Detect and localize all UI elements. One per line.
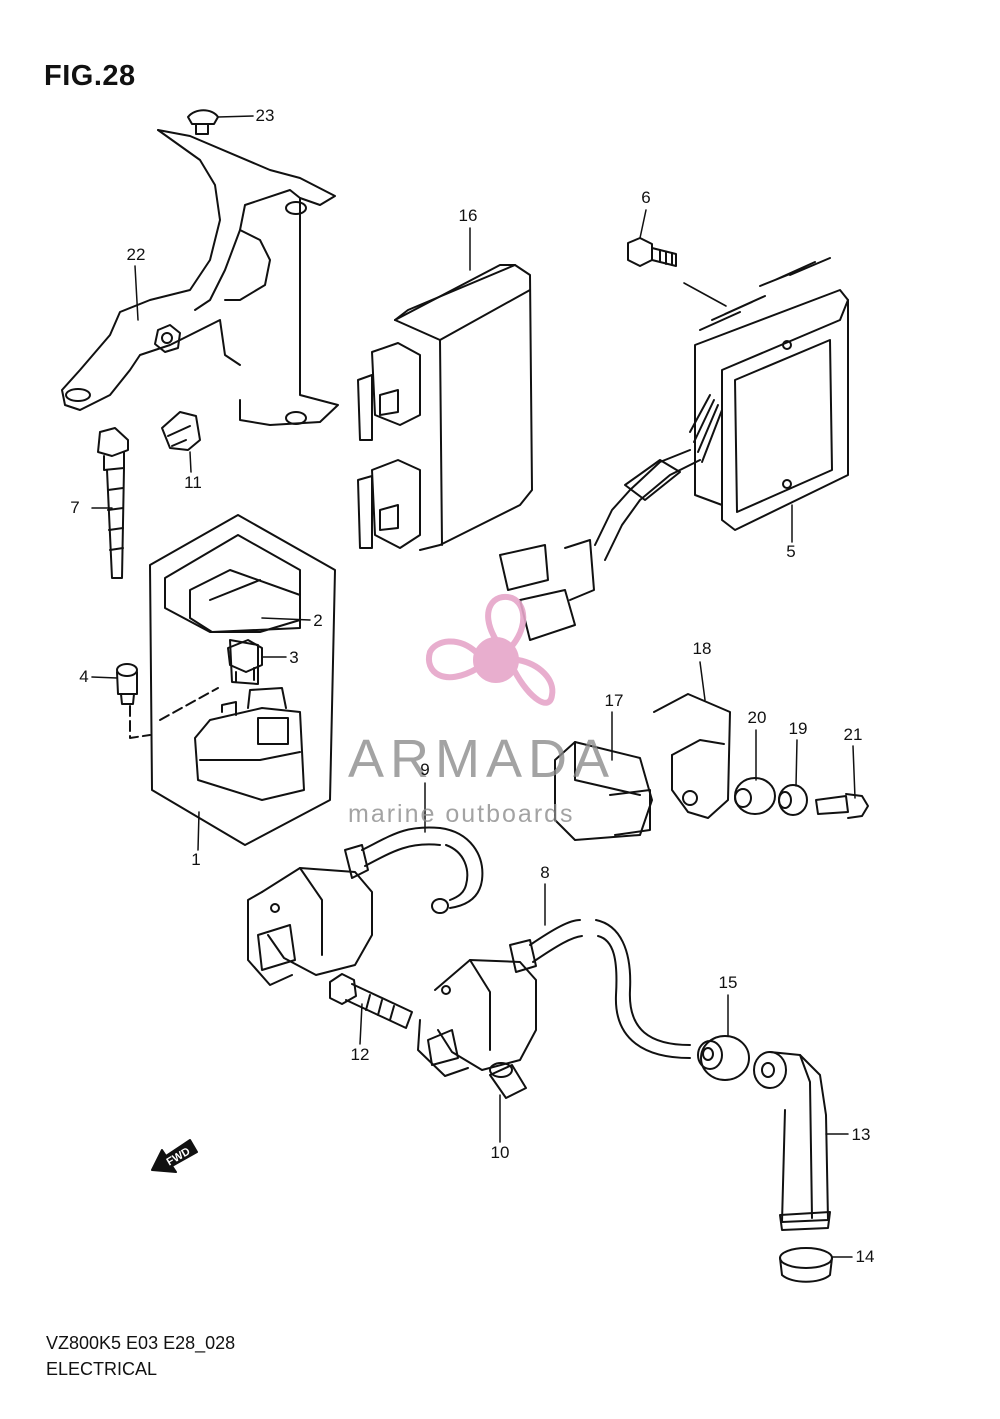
callout-20: 20 [747,708,767,727]
watermark-name: ARMADA [348,729,616,789]
callout-6: 6 [641,188,651,207]
model-code: VZ800K5 E03 E28_028 [46,1333,236,1353]
part-4-screw [116,663,138,705]
callout-9: 9 [420,760,430,779]
part-1-relay-box [149,514,336,846]
callout-23: 23 [255,106,275,125]
part-5-regulator [499,257,849,641]
part-11-clip [161,411,201,451]
callout-12: 12 [350,1045,370,1064]
part-13-plug-cap [753,1051,831,1231]
part-16-ecm [357,264,533,551]
part-10-cap [489,1062,527,1099]
part-12-bolt [329,973,413,1029]
callout-5: 5 [786,542,796,561]
part-8-ignition-coil [417,919,691,1077]
part-20-grommet [734,777,776,815]
part-7-cable-tie [97,427,129,579]
callout-3: 3 [289,648,299,667]
callout-2: 2 [313,611,323,630]
fwd-arrow-icon [151,1139,198,1173]
part-6-bolt [627,237,677,267]
callout-21: 21 [843,725,863,744]
part-21-bolt [815,793,869,819]
callout-18: 18 [692,639,712,658]
callout-1: 1 [191,850,201,869]
part-22-bracket [61,129,339,426]
callout-4: 4 [79,667,89,686]
part-14-boot [779,1247,833,1283]
callout-13: 13 [851,1125,871,1144]
part-3-fuse [227,639,263,683]
armada-logo-icon [425,593,556,706]
figure-title: FIG.28 [44,60,136,92]
callout-15: 15 [718,973,738,992]
callout-14: 14 [855,1247,875,1266]
section-name: ELECTRICAL [46,1359,158,1379]
part-19-collar [778,784,808,816]
part-23-screw [187,109,219,135]
callout-19: 19 [788,719,808,738]
leader-lines [91,115,856,1258]
callout-7: 7 [70,498,80,517]
callout-16: 16 [458,206,478,225]
part-17-sensor [554,741,653,841]
watermark-tagline: marine outboards [348,800,575,828]
callout-10: 10 [490,1143,510,1162]
part-9-ignition-coil [247,826,484,986]
callout-11: 11 [184,473,202,492]
callout-17: 17 [604,691,624,710]
callout-8: 8 [540,863,550,882]
part-18-bracket [653,693,731,819]
part-15-seal [697,1035,750,1081]
callout-22: 22 [126,245,146,264]
